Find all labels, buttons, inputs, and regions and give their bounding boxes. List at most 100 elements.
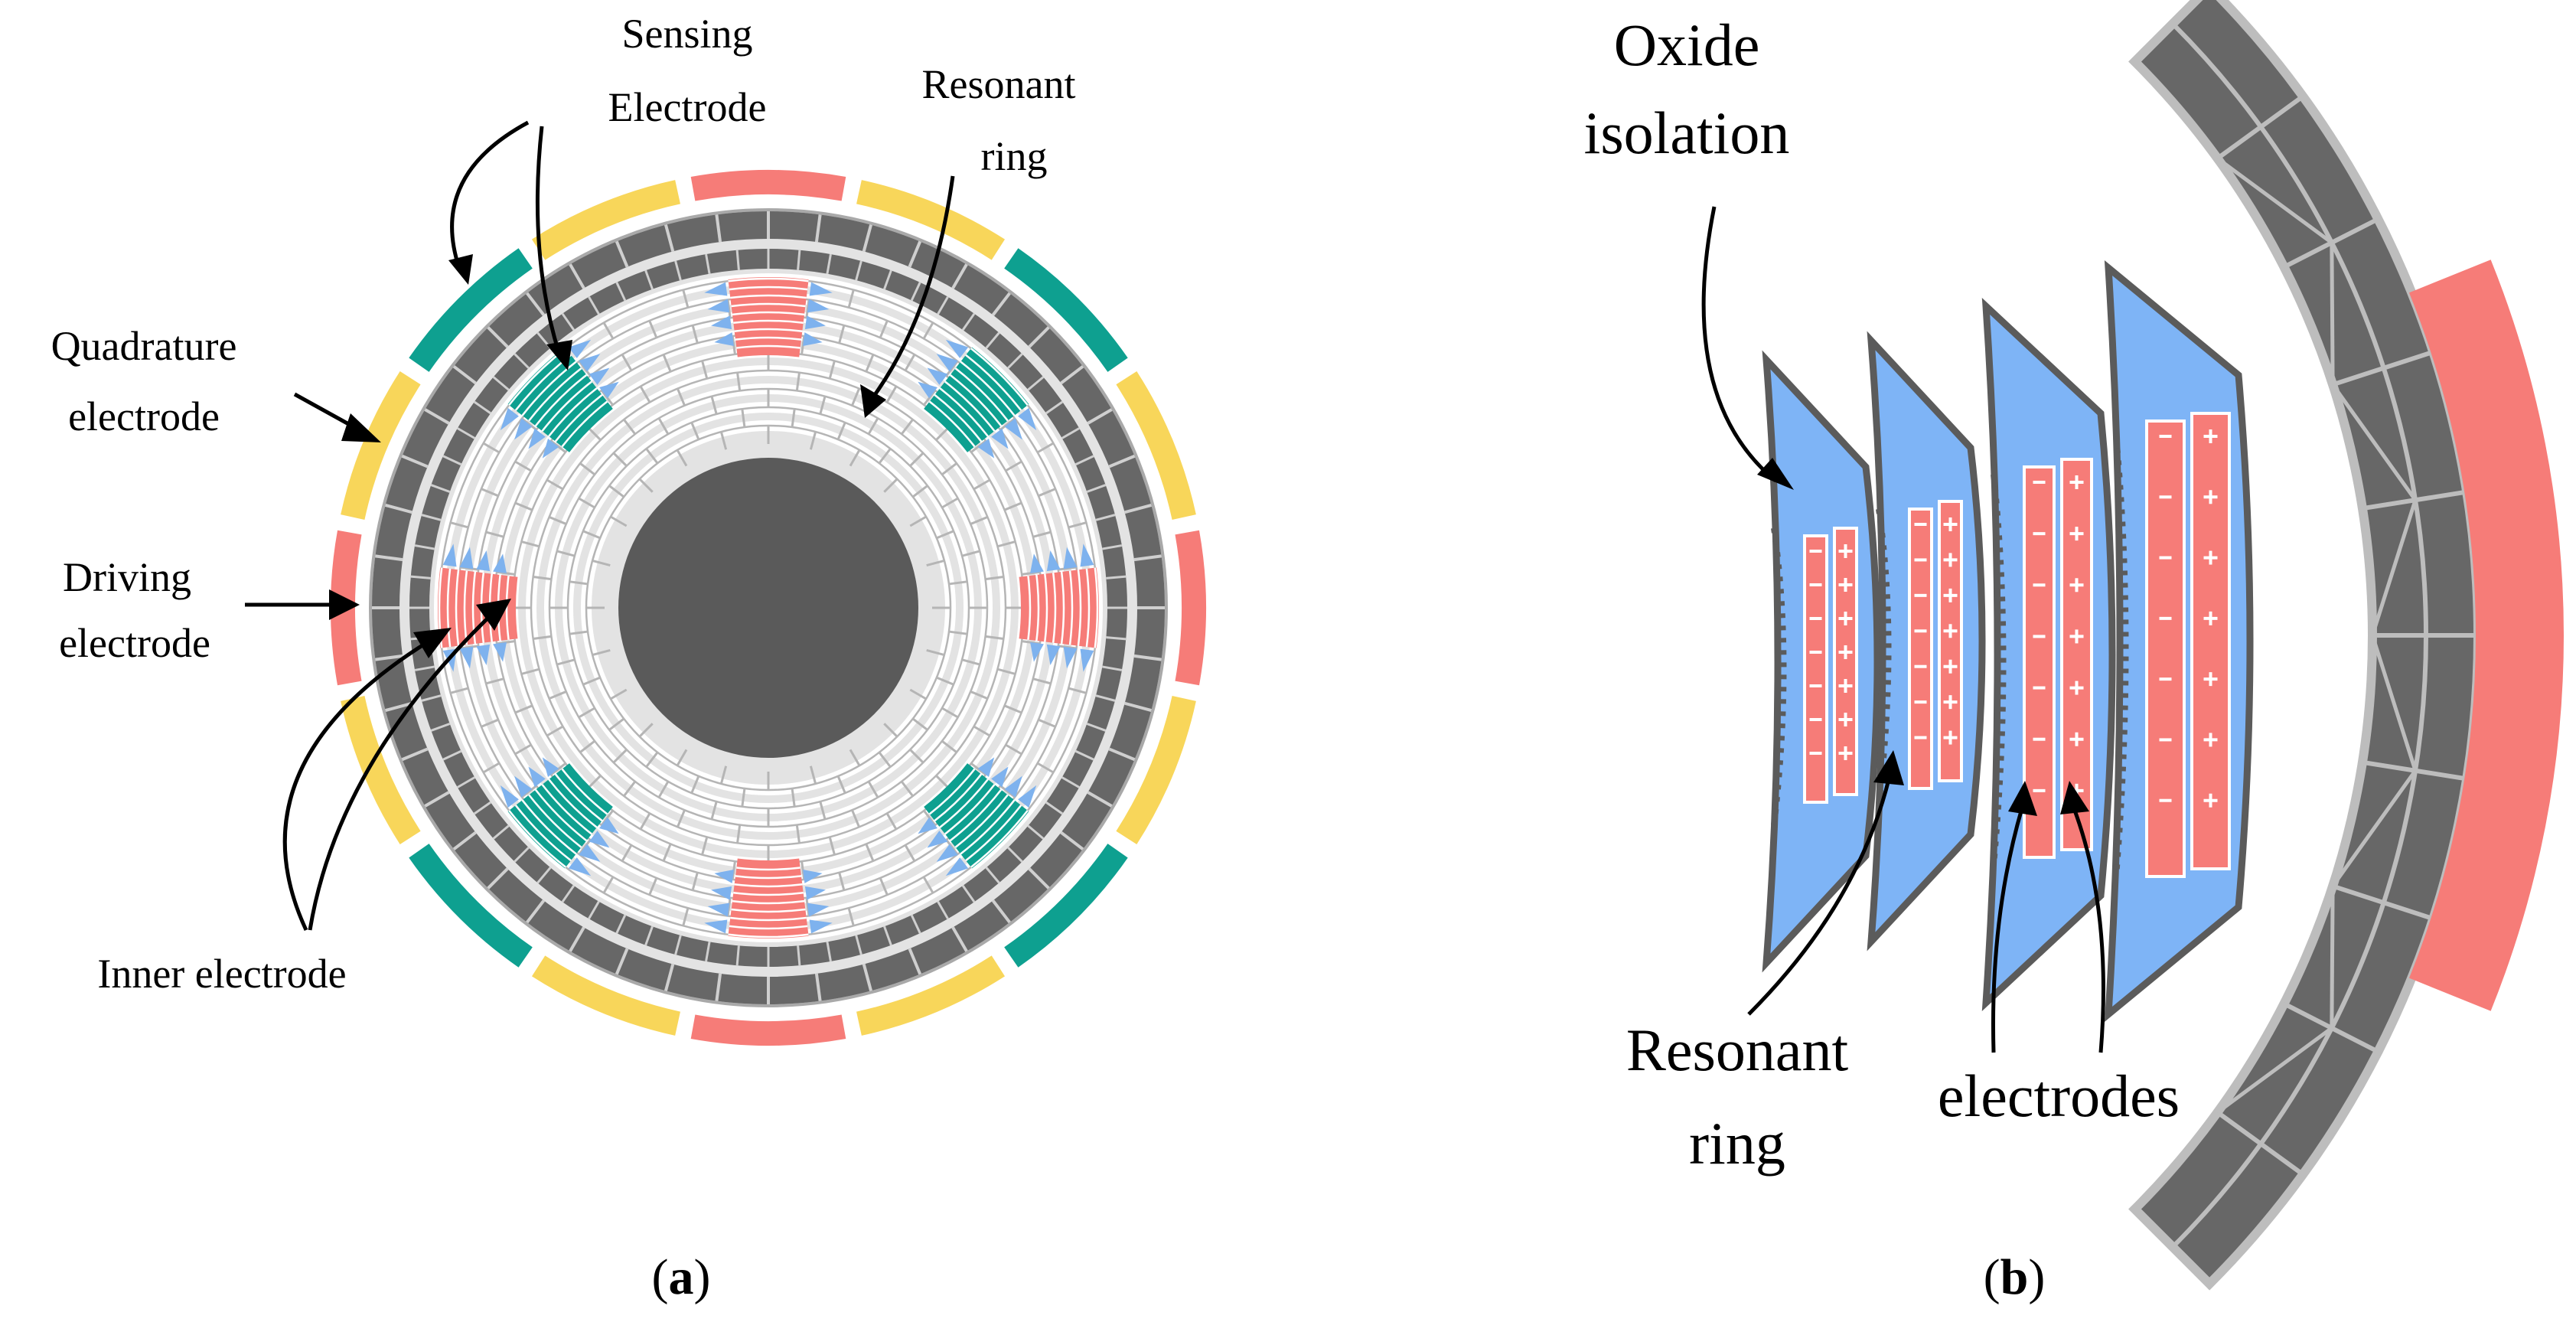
comb-finger (918, 381, 937, 399)
support-spoke (421, 694, 442, 702)
electrode-slot (438, 567, 443, 648)
ring-edge-dots (2113, 436, 2129, 877)
ring-spoke (676, 388, 686, 406)
electrode-slot (554, 393, 603, 442)
ring-spoke (485, 677, 504, 685)
ring-spoke (520, 540, 540, 548)
support-spoke (1133, 554, 1162, 562)
support-spoke (452, 831, 477, 850)
support-spoke (1124, 503, 1152, 514)
arc-brace (2331, 769, 2418, 888)
ring-spoke (909, 452, 924, 467)
support-spoke (644, 269, 654, 290)
arc-brace (2370, 635, 2418, 772)
support-spoke (487, 326, 509, 348)
inner-sensing-electrode (924, 763, 1029, 869)
ring-spoke (1005, 460, 1022, 472)
electrode-slot (534, 788, 588, 842)
support-spoke (561, 312, 576, 331)
ring-spoke (579, 462, 596, 476)
comb-finger (476, 644, 491, 665)
comb-finger (807, 299, 830, 313)
ring-spoke (936, 676, 954, 686)
ring-spoke (639, 812, 651, 831)
ring-spoke (948, 580, 967, 586)
ring-spoke (608, 485, 625, 498)
inner-driving-electrode (438, 567, 518, 648)
support-spoke (910, 282, 921, 302)
comb-finger (936, 844, 958, 862)
electrode-slot (1052, 573, 1057, 643)
electrode-strip (2023, 465, 2056, 859)
comb-finger (918, 817, 937, 834)
ring-spoke (676, 749, 688, 766)
electrode-slot (939, 779, 989, 828)
electrode-slot (471, 571, 477, 645)
electrode-slot (1094, 567, 1099, 648)
label-quadrature-1: Quadrature (51, 323, 237, 369)
inner-sensing-electrode (507, 763, 613, 869)
support-spoke (951, 263, 968, 289)
ring-spoke (909, 749, 924, 764)
support-spoke (375, 554, 403, 562)
label-quadrature-2: electrode (68, 393, 220, 439)
ring-spoke (741, 788, 746, 807)
support-spoke (985, 867, 1000, 884)
resonant-ring-segment (2128, 0, 2564, 1291)
driving-electrode (690, 170, 846, 201)
sensing-electrode (409, 248, 533, 372)
electrode-slot (548, 779, 598, 828)
ring-spoke (904, 844, 916, 862)
quadrature-electrode (1116, 370, 1196, 520)
electrode-slot (534, 374, 588, 427)
support-spoke (991, 292, 1011, 316)
comb-finger (1030, 642, 1044, 662)
support-spoke (735, 945, 740, 966)
electrode-slot (521, 361, 577, 416)
ring-spoke (569, 630, 589, 635)
arrowhead (546, 340, 572, 370)
electrode-slot (733, 891, 804, 896)
ring-spoke (691, 872, 699, 891)
ring-spoke (885, 812, 898, 831)
electrode-slot (728, 933, 809, 938)
inner-driving-electrode (728, 277, 809, 357)
ring-spoke (926, 559, 945, 567)
support-spoke (385, 701, 412, 713)
support-spoke (797, 250, 801, 270)
ring-spoke (836, 422, 846, 440)
ring-spoke (909, 688, 927, 700)
comb-finger (1080, 543, 1094, 567)
panel-b-arrows (1701, 206, 2105, 1053)
electrode-slot (734, 883, 803, 888)
support-spoke (487, 867, 509, 889)
support-spoke (536, 867, 552, 884)
comb-finger (714, 332, 734, 346)
arc-brace (2216, 1026, 2333, 1115)
support-spoke (410, 575, 431, 579)
ring-spoke (883, 723, 898, 738)
ring-spoke (883, 478, 898, 493)
support-spoke (473, 801, 491, 815)
ring-spoke (623, 419, 637, 436)
support-spoke (862, 224, 873, 252)
comb-finger (514, 775, 533, 798)
support-spoke (457, 427, 476, 439)
support-spoke (615, 282, 627, 302)
ring-spoke (941, 707, 959, 719)
support-spoke (664, 224, 675, 252)
ring-spoke (985, 635, 1004, 640)
ring-spoke (514, 460, 532, 472)
support-spoke (615, 948, 629, 975)
support-spoke (674, 260, 682, 281)
comb-finger (493, 553, 507, 573)
electrode-slot (561, 768, 608, 815)
ring-spoke (970, 762, 986, 776)
electrode-slot (729, 925, 808, 930)
ring-spoke (923, 390, 937, 406)
comb-finger (1063, 547, 1078, 570)
ring-spoke (791, 788, 796, 807)
support-spoke (1087, 791, 1113, 808)
electrode-slot (1068, 570, 1074, 645)
